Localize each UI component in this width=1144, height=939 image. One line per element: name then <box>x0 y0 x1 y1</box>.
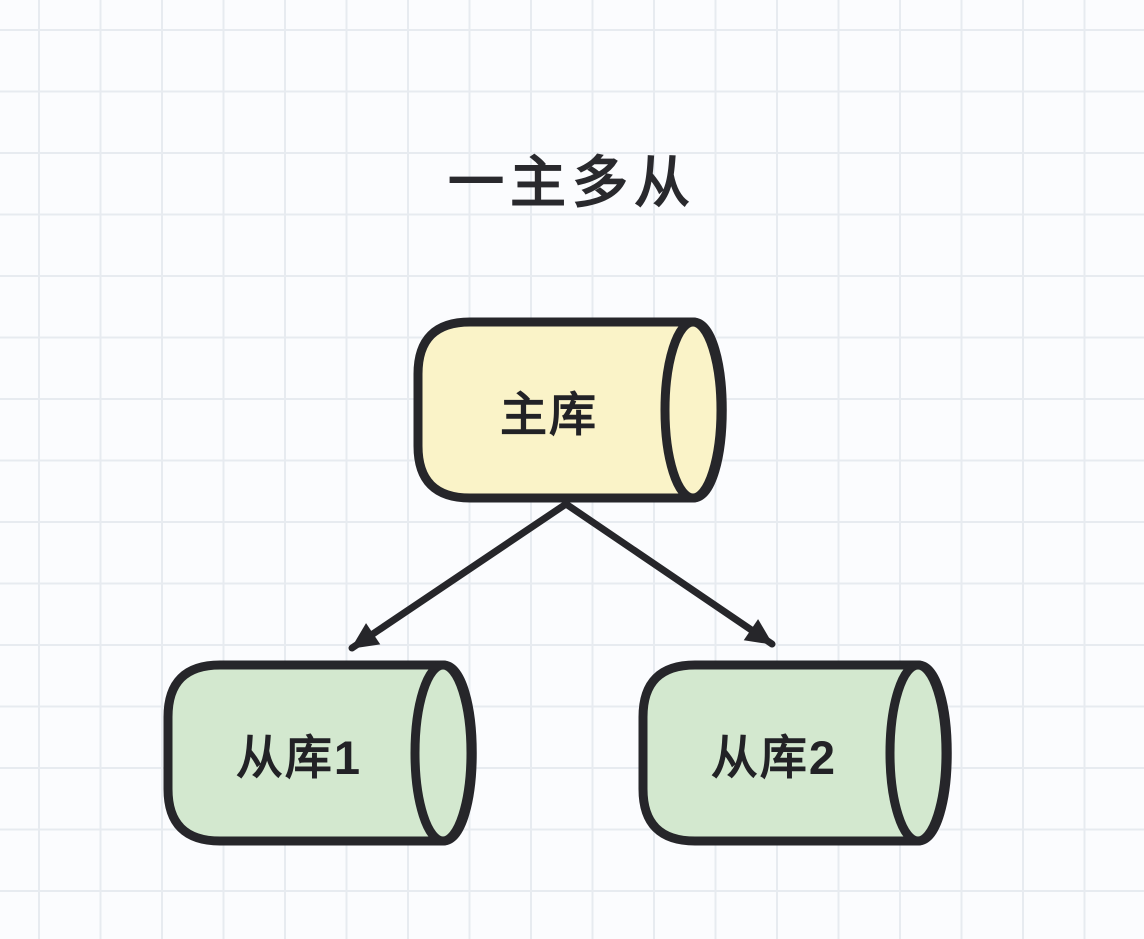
cylinder-cap-slave1 <box>410 660 476 846</box>
node-slave-database-1: 从库1 <box>160 660 478 846</box>
node-label-slave2: 从库2 <box>710 730 838 784</box>
cylinder-cap-master <box>660 317 726 503</box>
node-label-slave1: 从库1 <box>235 730 363 784</box>
node-label-master: 主库 <box>500 387 598 441</box>
edge-master-to-slave2 <box>562 500 776 648</box>
cylinder-cap-slave2 <box>885 660 951 846</box>
edge-master-to-slave1 <box>348 500 570 652</box>
cylinder-shape-slave1 <box>163 660 477 846</box>
cylinder-shape-master <box>413 317 727 503</box>
node-master-database: 主库 <box>410 317 728 503</box>
diagram-title: 一主多从 <box>448 151 696 214</box>
cylinder-shape-slave2 <box>638 660 952 846</box>
node-slave-database-2: 从库2 <box>635 660 953 846</box>
